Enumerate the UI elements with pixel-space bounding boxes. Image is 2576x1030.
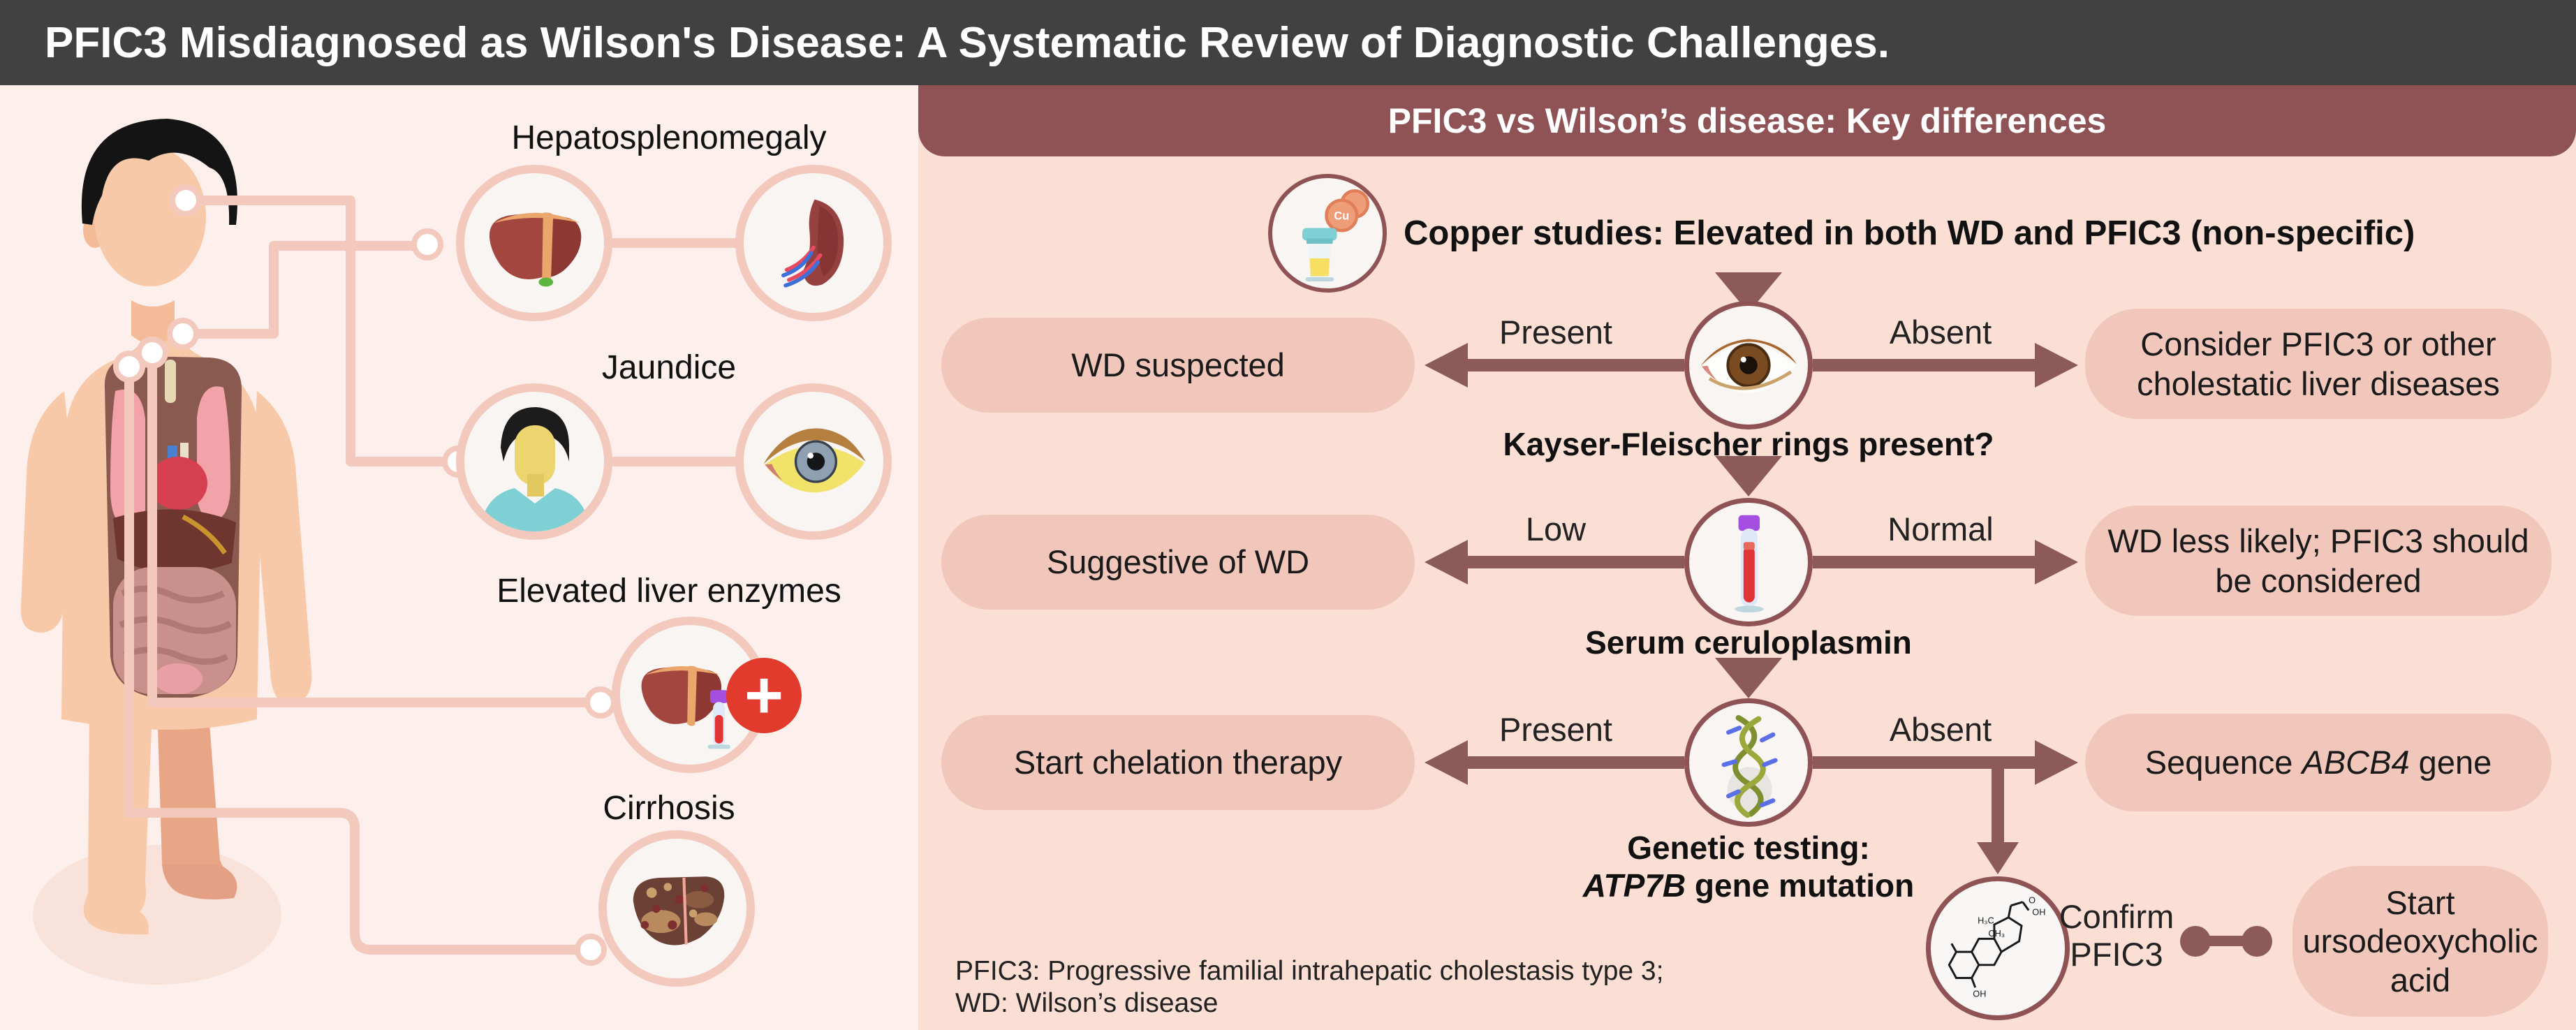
question-kayser-fleischer: Kayser-Fleischer rings present? <box>1503 426 1994 462</box>
blood-tube-icon <box>1684 498 1813 626</box>
branch-label-present-1: Present <box>1499 314 1612 351</box>
confirm-pfic3-line1: Confirm <box>2059 898 2174 935</box>
branch-label-low: Low <box>1525 510 1587 547</box>
pill-text-line1: Start <box>2385 883 2455 921</box>
footnote-line2: WD: Wilson’s disease <box>955 988 1219 1018</box>
cirrhotic-liver-icon <box>598 830 755 987</box>
spleen-icon <box>735 165 892 321</box>
human-body-illustration <box>20 119 312 935</box>
plus-glyph: + <box>744 658 784 733</box>
flow-header: PFIC3 vs Wilson’s disease: Key differenc… <box>918 85 2576 156</box>
pill-text: Start chelation therapy <box>1013 744 1343 781</box>
gene-name-atp7b: ATP7B <box>1582 867 1686 904</box>
symptom-label-hepatosplenomegaly: Hepatosplenomegaly <box>511 119 827 156</box>
liver-icon <box>456 165 612 321</box>
confirm-pfic3-line2: PFIC3 <box>2070 936 2163 973</box>
molecule-label-o: O <box>2029 895 2036 905</box>
flow-header-title: PFIC3 vs Wilson’s disease: Key differenc… <box>1388 101 2107 140</box>
copper-symbol: Cu <box>1334 210 1349 223</box>
outcome-pill-chelation: Start chelation therapy <box>941 715 1415 810</box>
title-bar: PFIC3 Misdiagnosed as Wilson's Disease: … <box>0 0 2576 85</box>
outcome-pill-wd-suspected: WD suspected <box>941 318 1415 413</box>
pill-text: WD less likely; PFIC3 should be consider… <box>2107 522 2529 599</box>
pill-text: WD suspected <box>1071 346 1285 384</box>
jaundiced-face-icon <box>456 383 612 540</box>
molecule-label-oh2: OH <box>1973 989 1986 999</box>
question-serum-ceruloplasmin: Serum ceruloplasmin <box>1585 624 1912 661</box>
outcome-pill-wd-less-likely: WD less likely; PFIC3 should be consider… <box>2085 506 2552 616</box>
outcome-pill-ursodeoxycholic: Start ursodeoxycholic acid <box>2292 866 2548 1017</box>
symptom-connectors <box>124 196 739 955</box>
molecule-label-h3c: H₃C <box>1978 915 1994 925</box>
gene-name-abcb4: ABCB4 <box>2302 744 2410 781</box>
molecule-icon: H₃C CH₃ O OH OH <box>1926 876 2070 1020</box>
outcome-pill-consider-pfic3: Consider PFIC3 or other cholestatic live… <box>2085 309 2552 419</box>
question-genetic-testing-line1: Genetic testing: <box>1627 830 1870 866</box>
pill-text: Consider PFIC3 or other cholestatic live… <box>2137 325 2500 402</box>
pill-text-line3: acid <box>2390 961 2451 999</box>
symptom-label-cirrhosis: Cirrhosis <box>603 790 735 827</box>
footnote-line1: PFIC3: Progressive familial intrahepatic… <box>955 956 1664 986</box>
question-rest: gene mutation <box>1686 867 1915 904</box>
flow-arrows <box>1425 272 2272 957</box>
pill-text-post: gene <box>2409 744 2492 781</box>
branch-label-normal: Normal <box>1887 510 1994 547</box>
medical-plus-icon: + <box>726 658 802 733</box>
dna-icon <box>1684 698 1813 827</box>
pill-text-line2: ursodeoxycholic <box>2302 922 2538 960</box>
question-genetic-testing-line2: ATP7B gene mutation <box>1469 867 2028 904</box>
pill-text: Sequence ABCB4 gene <box>2145 742 2492 782</box>
outcome-pill-suggestive-wd: Suggestive of WD <box>941 515 1415 610</box>
jaundiced-eye-icon <box>735 383 892 540</box>
branch-label-absent-3: Absent <box>1889 711 1992 748</box>
copper-studies-icon: Cu <box>1268 174 1387 293</box>
symptom-label-jaundice: Jaundice <box>601 349 737 386</box>
molecule-label-oh: OH <box>2032 906 2045 917</box>
liver-blood-test-icon <box>612 617 768 773</box>
molecule-label-ch3: CH₃ <box>1988 928 2005 939</box>
symptom-label-elevated-liver-enzymes: Elevated liver enzymes <box>496 573 841 610</box>
hair <box>81 119 237 225</box>
pill-text-pre: Sequence <box>2144 744 2302 781</box>
eye-icon <box>1684 301 1813 429</box>
branch-label-absent-1: Absent <box>1889 314 1992 351</box>
outcome-pill-sequence-abcb4: Sequence ABCB4 gene <box>2085 714 2552 811</box>
page-title: PFIC3 Misdiagnosed as Wilson's Disease: … <box>45 18 1890 67</box>
pill-text: Suggestive of WD <box>1046 543 1310 581</box>
branch-label-present-3: Present <box>1499 711 1612 748</box>
copper-note: Copper studies: Elevated in both WD and … <box>1404 214 2415 252</box>
body-shadow <box>33 845 281 985</box>
